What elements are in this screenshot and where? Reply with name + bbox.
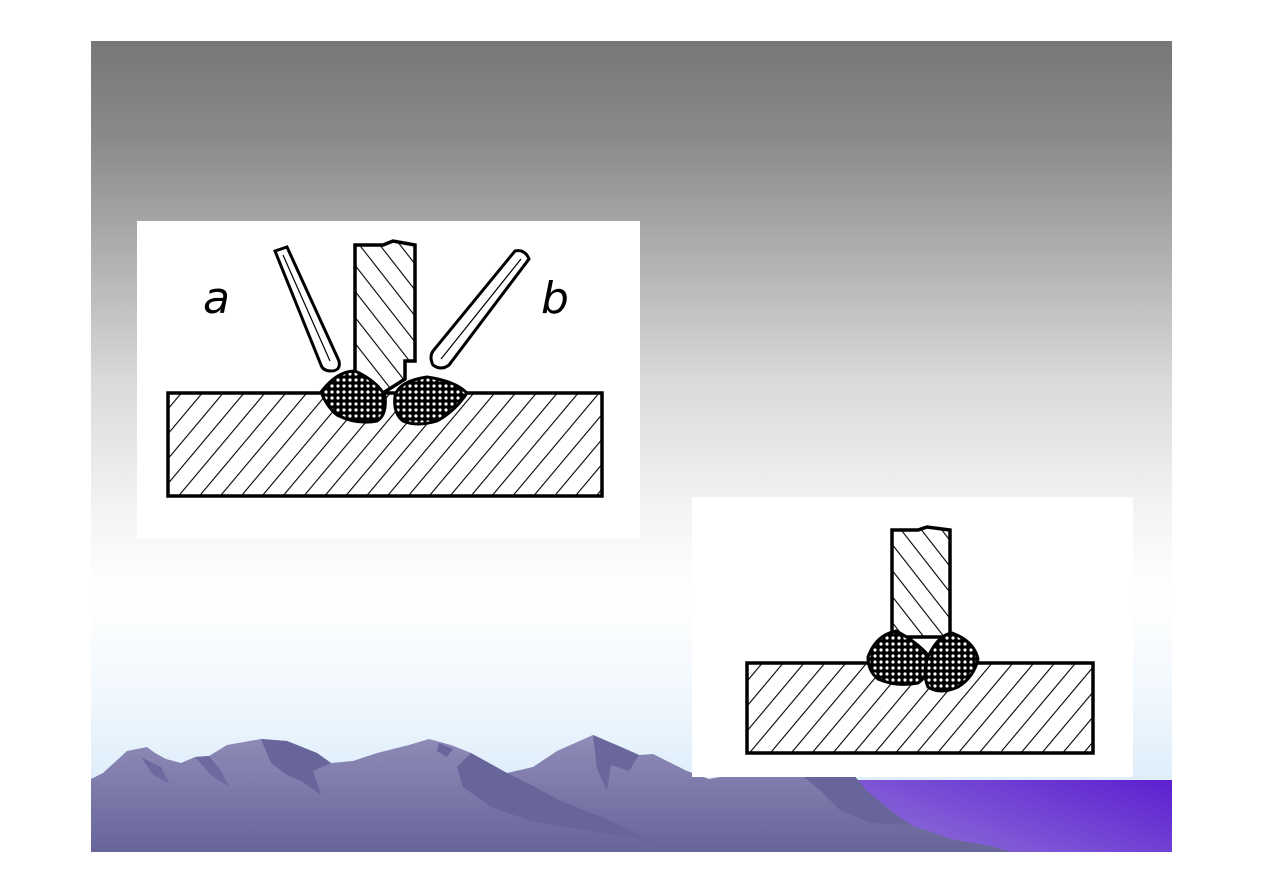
electrode-a	[273, 245, 341, 373]
diagram-electrode-positions: a b	[137, 221, 640, 539]
weld-drawing-2	[745, 525, 1095, 755]
electrode-b	[429, 249, 531, 370]
slide: a b	[91, 41, 1172, 852]
weld-drawing-1	[166, 239, 604, 498]
label-a: a	[203, 273, 230, 324]
label-b: b	[541, 273, 569, 324]
diagram-double-fillet-weld	[692, 497, 1133, 777]
